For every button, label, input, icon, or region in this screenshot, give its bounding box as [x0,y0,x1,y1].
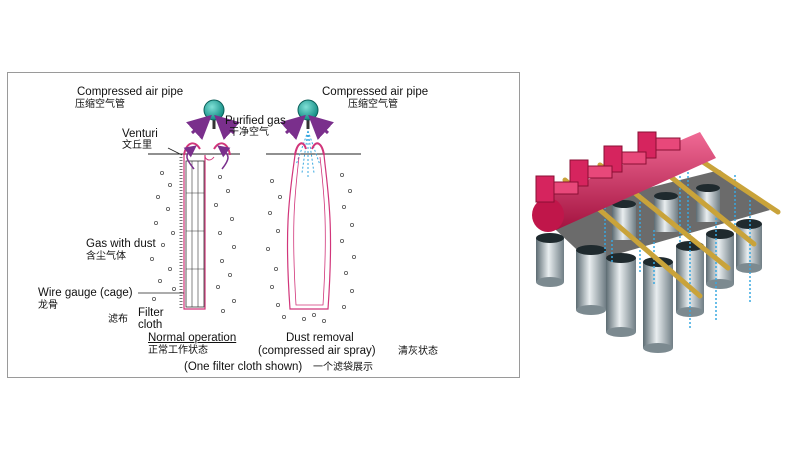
compressed-air-spray-caption: (compressed air spray) [258,345,376,357]
normal-operation-caption-cn: 正常工作状态 [148,345,208,356]
wire-gauge-label-cn: 龙骨 [38,300,58,311]
left-filter-bag [179,99,240,310]
filter-cloth-label-1: Filter [138,307,164,319]
compressed-air-pipe-label-2-cn: 压缩空气管 [348,99,398,110]
compressed-air-manifold [532,132,716,232]
purified-gas-label: Purified gas [225,115,286,127]
dust-removal-caption-cn: 清灰状态 [398,346,438,357]
compressed-air-pipe-label-2: Compressed air pipe [322,86,429,98]
right-filter-bag [280,99,334,310]
air-spray [295,130,321,177]
wire-cage [185,160,205,308]
bag-filter-principle-diagram: Compressed air pipe 压缩空气管 Purified gas 干… [7,72,520,378]
dust-removal-caption: Dust removal [286,332,354,344]
compressed-air-pipe-label: Compressed air pipe [77,86,184,98]
gas-with-dust-label-cn: 含尘气体 [86,251,126,262]
normal-operation-caption: Normal operation [148,332,237,344]
filter-bag [612,200,636,240]
venturi-label-cn: 文丘里 [122,140,152,151]
filter-cloth-label-cn: 滤布 [108,314,128,325]
filter-bag [736,219,762,273]
dust-particles [149,171,356,323]
pulse-valves [535,131,681,203]
gas-with-dust-label: Gas with dust [86,238,156,250]
venturi-label: Venturi [122,128,158,140]
filter-bag [536,233,564,287]
compressed-air-pipe-label-cn: 压缩空气管 [75,99,125,110]
footer-caption-cn: 一个滤袋展示 [313,362,373,373]
footer-caption: (One filter cloth shown) [184,361,303,373]
filter-bag [576,245,606,315]
purified-gas-label-cn: 干净空气 [229,127,269,138]
leader-lines [138,147,184,294]
filter-bag [606,253,636,337]
filter-cloth-label-2: cloth [138,319,163,331]
wire-gauge-label: Wire gauge (cage) [38,287,133,299]
principle-drawing [138,99,361,323]
